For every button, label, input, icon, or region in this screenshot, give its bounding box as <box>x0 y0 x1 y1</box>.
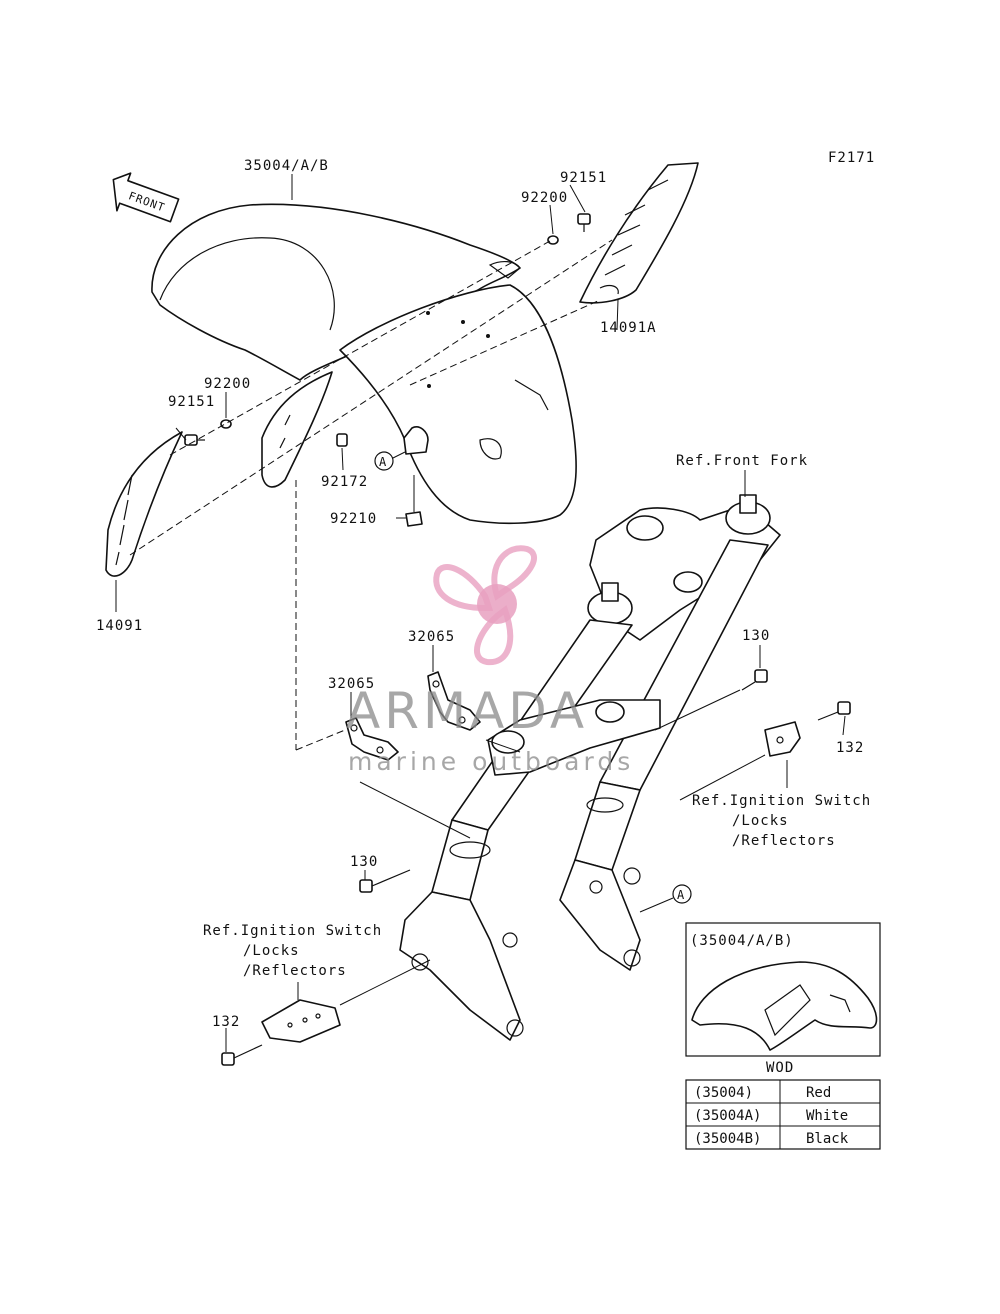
bolt-130-lower <box>359 869 411 893</box>
bolt-130-upper <box>741 669 768 691</box>
table-row-part: (35004B) <box>694 1131 761 1147</box>
inset-title: (35004/A/B) <box>690 933 794 949</box>
callout-35004: 35004/A/B <box>244 158 329 174</box>
ref-ignition-left: Ref.Ignition Switch /Locks /Reflectors <box>203 923 382 979</box>
bolt-top <box>577 213 591 232</box>
svg-text:A: A <box>379 455 387 469</box>
svg-text:Ref.Ignition Switch: Ref.Ignition Switch <box>203 923 382 939</box>
table-row-part: (35004) <box>694 1085 753 1101</box>
color-table: (35004) Red (35004A) White (35004B) Blac… <box>685 1079 881 1150</box>
bolt-132-right <box>817 701 851 721</box>
watermark-brand: ARMADA <box>346 682 588 740</box>
fender-mount <box>403 426 429 455</box>
marker-a-lower: A <box>639 884 692 913</box>
svg-text:/Reflectors: /Reflectors <box>732 833 836 849</box>
side-cover-inner <box>261 371 333 488</box>
callout-132-right: 132 <box>836 740 864 756</box>
side-cover-left <box>105 431 183 577</box>
callout-14091: 14091 <box>96 618 143 634</box>
watermark-tagline: marine outboards <box>348 747 634 776</box>
callout-132-left: 132 <box>212 1014 240 1030</box>
svg-text:/Locks: /Locks <box>243 943 300 959</box>
callout-92200-left: 92200 <box>204 376 251 392</box>
bolt-132-left <box>221 1044 263 1066</box>
color-variant-inset: (35004/A/B) WOD <box>685 922 881 1076</box>
svg-text:Ref.Ignition Switch: Ref.Ignition Switch <box>692 793 871 809</box>
collar <box>336 433 348 447</box>
marker-a-upper: A <box>374 451 406 471</box>
bolt-left <box>184 434 205 446</box>
callout-92151-top: 92151 <box>560 170 607 186</box>
callout-32065-lower: 32065 <box>328 676 375 692</box>
table-row-color: White <box>806 1108 848 1124</box>
fender-bracket-upper <box>427 671 481 731</box>
svg-text:A: A <box>677 888 685 902</box>
washer-top <box>547 235 559 245</box>
reflector-bracket-left <box>261 999 341 1043</box>
fender-bracket-lower <box>345 717 399 761</box>
callout-92210: 92210 <box>330 511 377 527</box>
front-arrow-icon: FRONT <box>112 172 180 223</box>
callout-92172: 92172 <box>321 474 368 490</box>
reflector-bracket-right <box>764 721 801 757</box>
inset-caption: WOD <box>766 1060 794 1076</box>
callout-14091a: 14091A <box>600 320 657 336</box>
figure-code: F2171 <box>828 150 875 166</box>
callout-130-lower: 130 <box>350 854 378 870</box>
table-row-part: (35004A) <box>694 1108 761 1124</box>
ref-front-fork: Ref.Front Fork <box>676 453 808 469</box>
svg-text:/Locks: /Locks <box>732 813 789 829</box>
table-row-color: Black <box>806 1131 849 1147</box>
ref-ignition-right: Ref.Ignition Switch /Locks /Reflectors <box>692 793 871 849</box>
callout-92151-left: 92151 <box>168 394 215 410</box>
callout-32065-upper: 32065 <box>408 629 455 645</box>
callout-92200-top: 92200 <box>521 190 568 206</box>
svg-text:/Reflectors: /Reflectors <box>243 963 347 979</box>
table-row-color: Red <box>806 1085 831 1101</box>
front-fork-assembly <box>399 494 781 1041</box>
side-cover-right <box>579 162 699 304</box>
propeller-logo-icon <box>433 545 537 666</box>
front-fender <box>151 203 577 525</box>
watermark: ARMADA marine outboards <box>346 545 634 776</box>
clamp <box>405 511 423 527</box>
callout-130-upper: 130 <box>742 628 770 644</box>
